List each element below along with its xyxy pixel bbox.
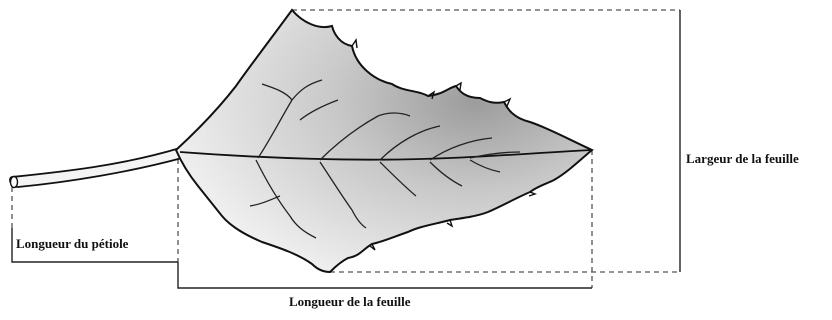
leaf-width-label: Largeur de la feuille: [686, 152, 799, 165]
petiole-cut-end: [11, 177, 18, 188]
length-bracket-solid-line: [178, 262, 592, 288]
leaf-length-label: Longueur de la feuille: [289, 295, 410, 308]
petiole-shape: [10, 148, 182, 187]
petiole-length-label: Longueur du pétiole: [16, 237, 128, 250]
leaf-blade-shape: [176, 10, 592, 272]
